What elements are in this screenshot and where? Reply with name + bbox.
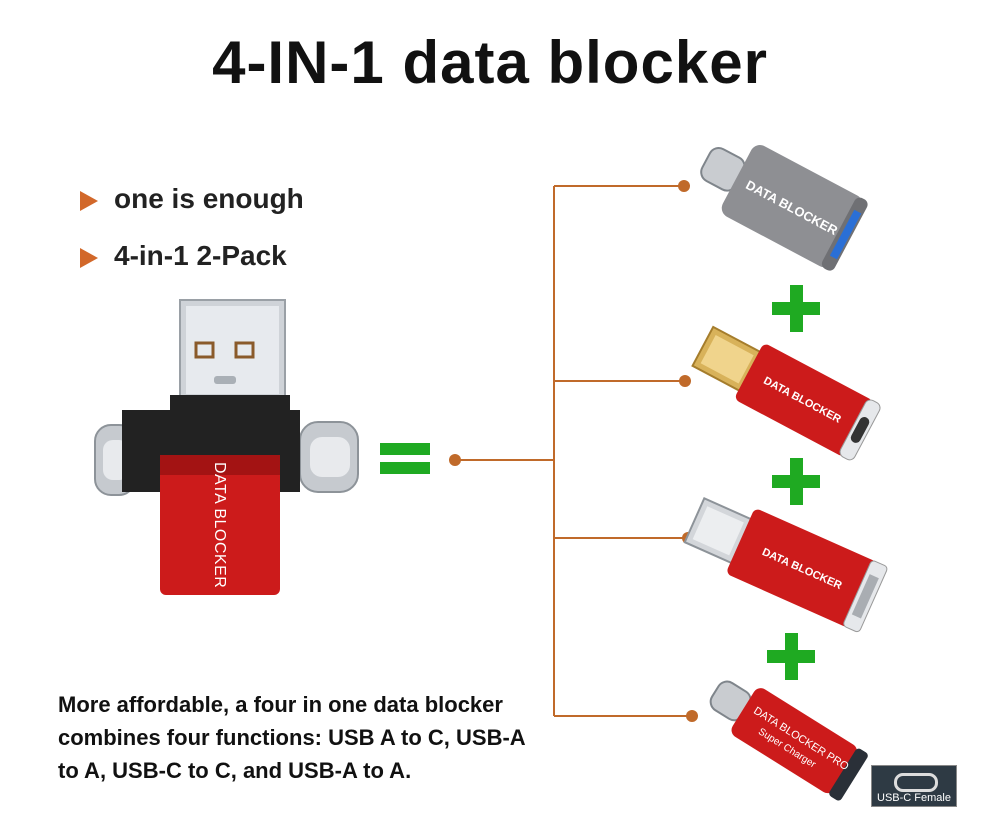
bullet-one-is-enough: one is enough <box>80 183 304 215</box>
description-line: combines four functions: USB A to C, USB… <box>58 725 526 750</box>
bullet-pack: 4-in-1 2-Pack <box>80 240 287 272</box>
description: More affordable, a four in one data bloc… <box>58 688 578 787</box>
arrow-bullet-icon <box>80 247 98 268</box>
description-line: More affordable, a four in one data bloc… <box>58 692 503 717</box>
equals-sign-icon <box>380 443 430 474</box>
page-title: 4-IN-1 data blocker <box>212 29 768 96</box>
bullet-text: 4-in-1 2-Pack <box>114 240 287 271</box>
bullet-text: one is enough <box>114 183 304 214</box>
usbc-port-icon <box>894 773 938 792</box>
plus-icon <box>772 285 820 332</box>
description-line: to A, USB-C to C, and USB-A to A. <box>58 758 412 783</box>
adapter-red-usba-to-c: DATA BLOCKER <box>691 325 881 461</box>
arrow-bullet-icon <box>80 190 98 211</box>
usbc-female-label: USB-C Female <box>877 792 951 804</box>
plus-icon <box>772 458 820 505</box>
device-label: DATA BLOCKER <box>211 462 228 588</box>
adapter-red-usbc-to-c-pro: DATA BLOCKER PRO Super Charger <box>709 680 868 801</box>
four-in-one-adapter: DATA BLOCKER <box>94 299 359 595</box>
adapter-red-usba-to-a: DATA BLOCKER <box>683 497 888 633</box>
connector-lines <box>455 185 692 717</box>
plus-icon <box>767 633 815 680</box>
usbc-female-tag: USB-C Female <box>871 765 957 807</box>
adapter-silver-usbc-to-a: DATA BLOCKER <box>700 145 868 271</box>
connector-dots <box>449 180 698 722</box>
